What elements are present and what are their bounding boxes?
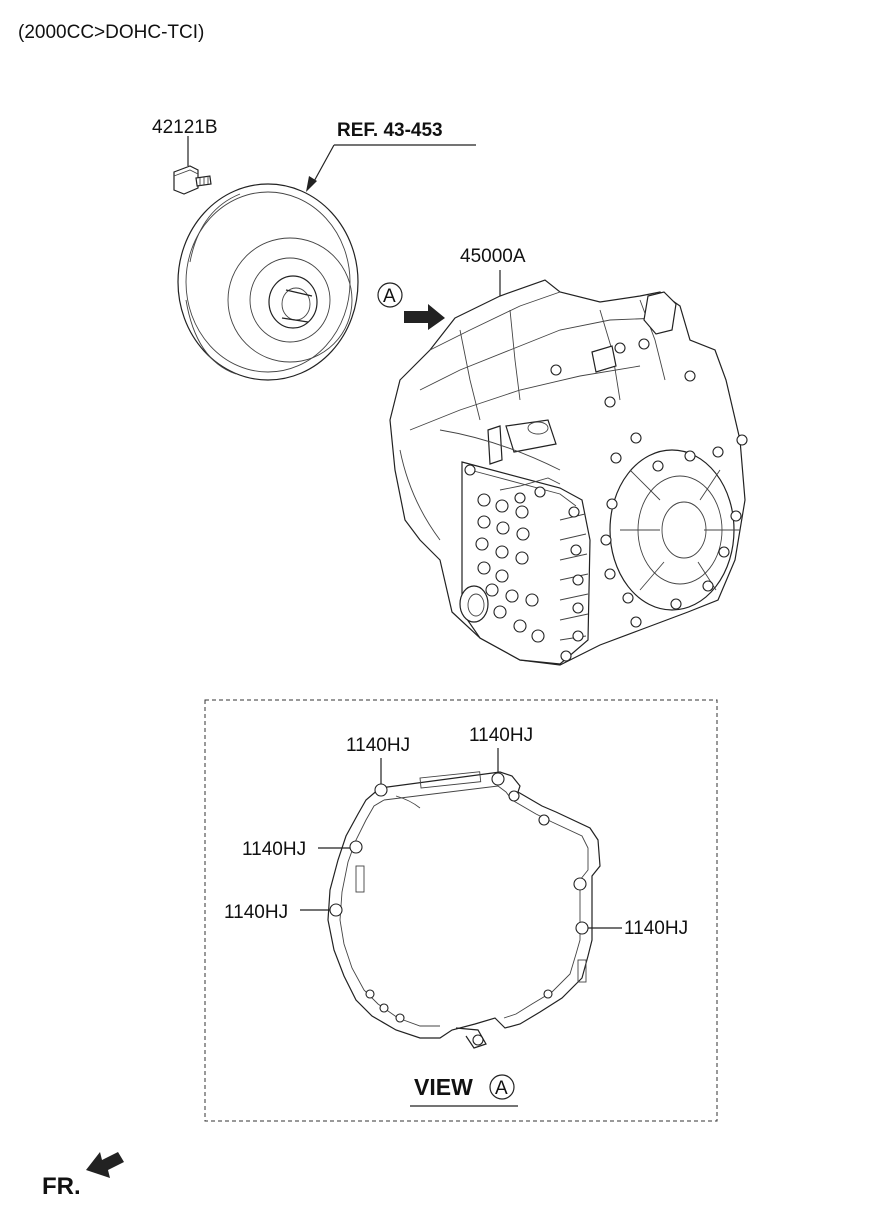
part-label-1140hj-right: 1140HJ [624,918,688,939]
view-title: VIEW [414,1074,473,1100]
gasket-drawing [327,771,601,1049]
engine-spec-label: (2000CC>DOHC-TCI) [18,22,204,43]
part-label-1140hj-left-lower: 1140HJ [224,902,288,923]
ref-arrow-icon [306,176,317,192]
part-label-42121b: 42121B [152,117,218,138]
view-a-marker-icon: A [377,282,403,308]
view-direction-arrow-icon [404,304,445,330]
view-a-frame [204,699,718,1122]
part-label-45000a: 45000A [460,246,526,267]
front-direction-label: FR. [42,1173,81,1200]
part-label-1140hj-left-upper: 1140HJ [242,839,306,860]
part-label-1140hj-top-right: 1140HJ [469,725,533,746]
bolt-42121b-drawing [173,165,212,195]
ref-label: REF. 43-453 [337,120,443,141]
transaxle-drawing [389,279,748,666]
front-arrow-icon [86,1152,124,1178]
torque-converter-drawing [177,183,359,381]
svg-text:A: A [495,1078,508,1099]
part-label-1140hj-top-left: 1140HJ [346,735,410,756]
svg-text:A: A [383,286,396,307]
view-title-marker-icon: A [489,1074,515,1100]
